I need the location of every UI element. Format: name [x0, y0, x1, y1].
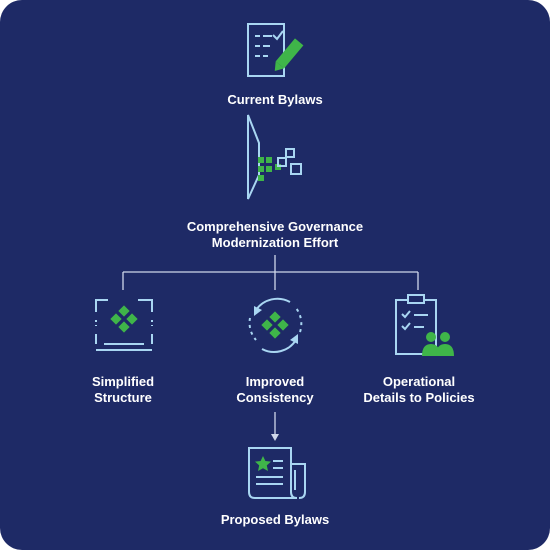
operational-label: Operational Details to Policies [344, 374, 494, 406]
funnel-squares-icon [247, 114, 302, 200]
proposed-bylaws-label: Proposed Bylaws [220, 512, 330, 527]
effort-label-line1: Comprehensive Governance [186, 219, 364, 234]
consistency-label-line2: Consistency [236, 390, 314, 405]
operational-label-line1: Operational [382, 374, 456, 389]
clipboard-people-icon [395, 294, 454, 356]
operational-label-line2: Details to Policies [363, 390, 475, 405]
effort-label-line2: Modernization Effort [211, 235, 339, 250]
simplified-label: Simplified Structure [53, 374, 193, 406]
simplified-label-line2: Structure [94, 390, 152, 405]
cycle-diamonds-icon [248, 297, 303, 353]
document-pencil-icon [247, 23, 304, 77]
scroll-star-icon [248, 447, 306, 499]
frame-diamonds-icon [95, 299, 153, 351]
consistency-label: Improved Consistency [205, 374, 345, 406]
consistency-label-line1: Improved [245, 374, 305, 389]
current-bylaws-label: Current Bylaws [227, 92, 323, 107]
simplified-label-line1: Simplified [91, 374, 155, 389]
effort-label: Comprehensive Governance Modernization E… [150, 219, 400, 251]
